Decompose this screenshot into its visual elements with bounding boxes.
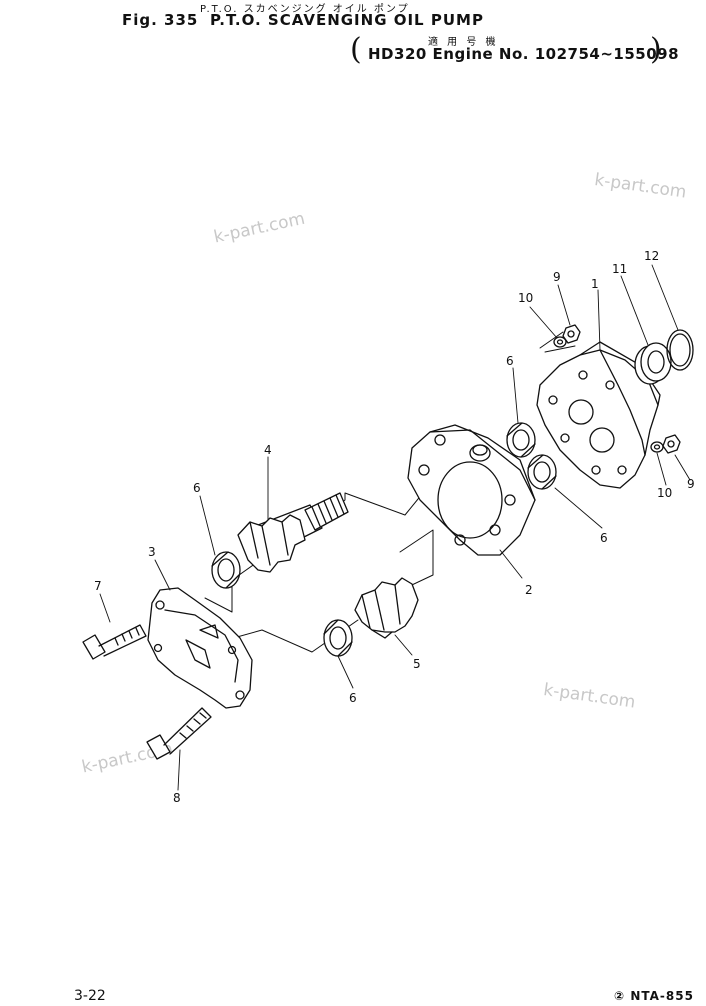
driven-gear-part-5: [354, 577, 419, 639]
callout-9-lower: 9: [687, 477, 695, 491]
callout-6-upper-right: 6: [506, 354, 514, 368]
callout-10-lower: 10: [657, 486, 672, 500]
engine-serial-range: HD320 Engine No. 102754~155098: [368, 45, 680, 63]
callout-11: 11: [612, 262, 627, 276]
callout-5: 5: [413, 657, 421, 671]
nut-part-9-upper: [562, 324, 581, 344]
drive-gear-shaft-part-4: [237, 492, 349, 573]
washer-part-10-lower: [650, 441, 664, 453]
needle-bearing-part-6-lower-right: [527, 454, 557, 490]
rear-cover-part-3: [147, 587, 253, 709]
washer-part-10-upper: [553, 336, 567, 348]
callout-6-lower: 6: [349, 691, 357, 705]
callout-12: 12: [644, 249, 659, 263]
document-code: ② NTA-855: [614, 989, 694, 1003]
bolt-part-8: [146, 707, 212, 760]
callout-1: 1: [591, 277, 599, 291]
callout-8: 8: [173, 791, 181, 805]
callout-6-shaft: 6: [193, 481, 201, 495]
callout-7: 7: [94, 579, 102, 593]
callout-6-lower-right: 6: [600, 531, 608, 545]
nut-part-9-lower: [662, 434, 681, 454]
japanese-title: P.T.O. スカベンジング オイル ポンプ: [200, 4, 410, 15]
callout-9-upper: 9: [553, 270, 561, 284]
bolt-part-7: [82, 624, 147, 660]
callout-4: 4: [264, 443, 272, 457]
applicable-models-label: 適 用 号 機: [428, 37, 499, 48]
callout-2: 2: [525, 583, 533, 597]
left-parenthesis: (: [350, 32, 362, 67]
right-parenthesis: ): [650, 32, 662, 67]
page-number: 3-22: [74, 988, 106, 1004]
needle-bearing-part-6: [211, 551, 241, 589]
pump-body-part-2: [407, 424, 536, 556]
diagram-title: P.T.O. SCAVENGING OIL PUMP: [210, 11, 484, 29]
callout-10-upper: 10: [518, 291, 533, 305]
figure-label: Fig. 335: [122, 11, 199, 29]
snap-ring-part-12: [666, 329, 694, 371]
needle-bearing-part-6-upper-right: [506, 422, 536, 458]
assembly-guide-lines: [204, 331, 576, 653]
leader-lines: [99, 264, 691, 791]
callout-3: 3: [148, 545, 156, 559]
needle-bearing-part-6-lower: [323, 619, 353, 657]
callout-numbers: 1 2 3 4 5 6 6 6 6 7 8 9 9 10 10 11 12: [94, 249, 695, 805]
oil-seal-part-11: [634, 342, 672, 385]
